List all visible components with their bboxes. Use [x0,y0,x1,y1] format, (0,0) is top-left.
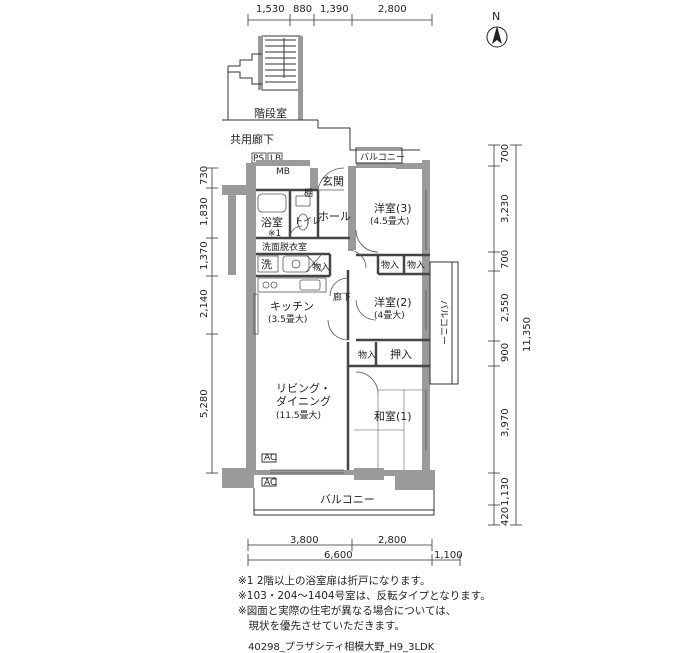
western3-size: (4.5畳大) [370,215,409,227]
storage-w3b-label: 物入 [407,259,425,271]
dim-left-1: 730 [199,166,210,185]
oshiire-label: 押入 [390,347,412,361]
dim-bottom-3: 6,600 [324,550,353,561]
storage-small-label: 物入 [312,261,330,273]
door-swings [289,167,379,395]
dim-left-4: 2,140 [199,289,210,318]
top-dimensions [247,14,433,26]
living-label-2: ダイニング [276,394,331,408]
western3-label: 洋室(3) [374,201,412,215]
stairwell-label: 階段室 [254,106,287,120]
hall-label: ホール [318,210,351,223]
toilet-label: トイレ [294,217,321,227]
lb-label: LB [270,154,281,164]
washer-label: 洗 [261,258,272,271]
dim-right-8: 420 [500,507,511,526]
dim-right-3: 700 [500,250,511,269]
ac2-label: AC [264,478,276,488]
dim-top-2: 880 [293,4,312,15]
dim-right-7: 1,130 [500,477,511,506]
storage-closet-label: 物入 [358,349,376,361]
balconies [253,147,459,516]
living-label: リビング・ [276,381,331,395]
dim-left-5: 5,280 [199,389,210,418]
note-2: ※103・204〜1404号室は、反転タイプとなります。 [238,590,491,602]
entrance-label: 玄関 [322,174,344,188]
dim-top-4: 2,800 [378,4,407,15]
compass-label: N [492,10,500,23]
balcony-bottom-label: バルコニー [320,493,375,506]
corridor-label: 共用廊下 [230,132,274,146]
left-dimensions [206,167,218,474]
right-dimensions [488,144,522,526]
dim-right-2: 3,230 [500,194,511,223]
note-4: 現状を優先させていただきます。 [238,620,405,632]
mb-label: MB [276,167,290,177]
notes: ※1 2階以上の浴室扉は折戸になります。 ※103・204〜1404号室は、反転… [238,574,491,634]
balcony-top-label: バルコニー [360,152,405,163]
western2-label: 洋室(2) [374,295,412,309]
kitchen-fixtures [253,277,327,335]
dim-right-6: 3,970 [500,408,511,437]
ps-label: PS [253,154,264,164]
dim-left-2: 1,830 [199,197,210,226]
kitchen-size: (3.5畳大) [268,313,307,325]
bath-note-label: ※1 [268,229,281,239]
dim-bottom-4: 1,100 [434,550,463,561]
ac1-label: AC [264,453,276,463]
living-size: (11.5畳大) [276,409,321,421]
western2-size: (4畳大) [374,309,405,321]
shelf-label: 棚 [304,187,313,199]
dim-bottom-1: 3,800 [290,535,319,546]
interior-walls [256,188,430,470]
dim-bottom-2: 2,800 [378,535,407,546]
dim-top-3: 1,390 [320,4,349,15]
dim-right-1: 700 [500,144,511,163]
north-compass-icon [486,26,508,48]
bottom-dimensions [247,539,461,566]
dim-left-3: 1,370 [199,241,210,270]
dim-right-total: 11,350 [522,317,533,352]
washroom-label: 洗面脱衣室 [262,241,307,253]
dim-top-1: 1,530 [256,4,285,15]
bath-fixtures [257,193,323,273]
note-1: ※1 2階以上の浴室扉は折戸になります。 [238,575,431,587]
windows [270,190,427,474]
japanese-room-label: 和室(1) [374,409,412,423]
bath-label: 浴室 [261,215,283,229]
stairwell [222,35,420,151]
hallway-label: 廊下 [333,291,351,303]
kitchen-label: キッチン [270,300,314,313]
dim-right-4: 2,550 [500,293,511,322]
storage-w3a-label: 物入 [381,259,399,271]
caption: 40298_プラザシティ相模大野_H9_3LDK [248,642,435,653]
balcony-side-label: バルコニー [438,300,449,345]
dim-right-5: 900 [500,343,511,362]
note-3: ※図面と実際の住宅が異なる場合については、 [238,605,457,617]
tatami [354,389,430,470]
